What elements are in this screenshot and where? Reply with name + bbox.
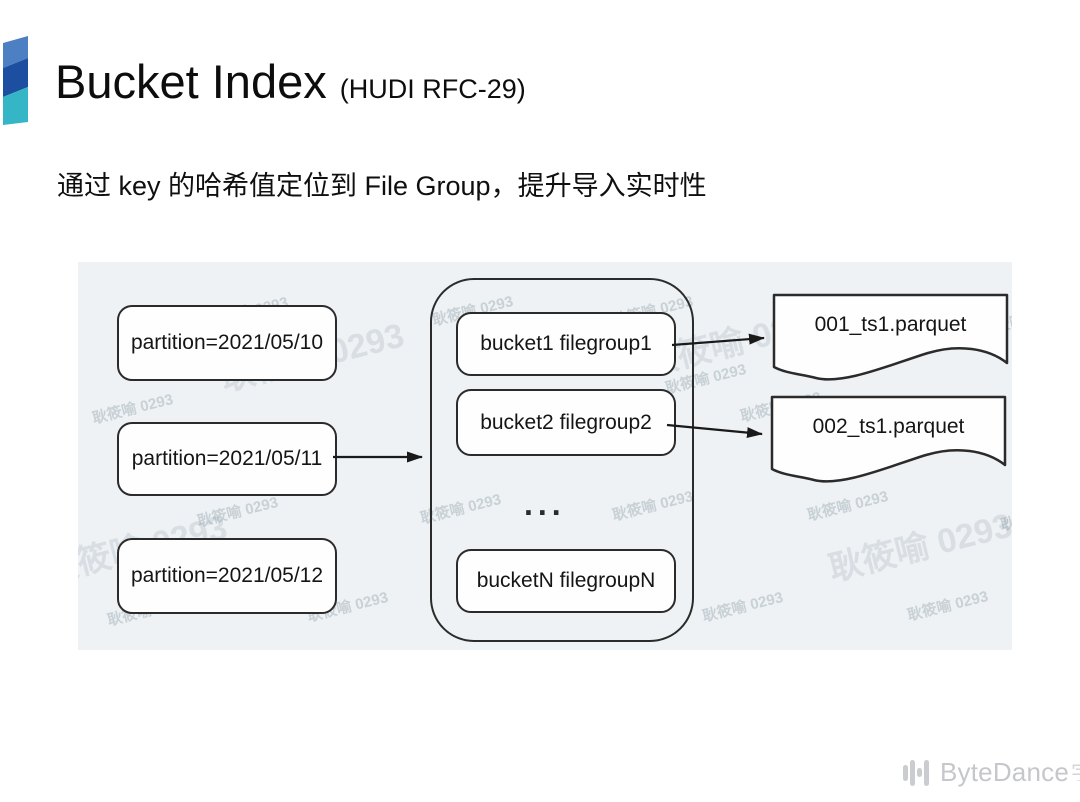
footer-brand: ByteDance [903,757,1069,788]
document-shape [770,395,1007,483]
page-title: Bucket Index [55,55,327,108]
bucket-node-2: bucket2 filegroup2 [456,389,676,456]
document-shape [772,293,1009,381]
bucket-label: bucket1 filegroup1 [480,332,652,355]
partition-label: partition=2021/05/10 [130,331,324,354]
bucket-node-n: bucketN filegroupN [456,549,676,613]
logo-band-bottom [3,87,28,125]
partition-node-3: partition=2021/05/12 [117,538,337,614]
watermark-text: 耿筱喻 0293 [700,588,785,626]
partition-node-2: partition=2021/05/11 [117,422,337,496]
parquet-file-node-1: 001_ts1.parquet [772,293,1009,389]
parquet-file-node-2: 002_ts1.parquet [770,395,1007,491]
cropped-text-fragment: 字 [1071,757,1080,781]
title-row: Bucket Index (HUDI RFC-29) [55,56,526,108]
bucket-group-container: bucket1 filegroup1 bucket2 filegroup2 ..… [430,278,694,642]
page-title-suffix: (HUDI RFC-29) [339,74,526,104]
deck-logo [3,36,28,125]
brand-name: ByteDance [940,757,1069,787]
logo-band-middle [3,58,28,97]
slide-subtitle: 通过 key 的哈希值定位到 File Group，提升导入实时性 [57,171,707,201]
watermark-text: 耿筱喻 0293 [195,493,280,531]
watermark-text: 耿筱喻 0293 [825,506,1012,589]
partition-label: partition=2021/05/11 [131,447,323,470]
logo-band-top [3,36,28,68]
bucket-node-1: bucket1 filegroup1 [456,312,676,376]
watermark-text: 耿筱喻 0293 [998,498,1012,535]
partition-node-1: partition=2021/05/10 [117,305,337,381]
parquet-file-label: 001_ts1.parquet [814,313,967,336]
bucket-label: bucketN filegroupN [476,569,656,592]
parquet-file-label: 002_ts1.parquet [812,415,965,438]
bytedance-logo-icon [903,758,931,788]
watermark-text: 耿筱喻 0293 [805,487,890,525]
watermark-text: 耿筱喻 0293 [905,587,990,625]
bucket-label: bucket2 filegroup2 [480,410,652,434]
ellipsis-label: ... [524,486,566,522]
partition-label: partition=2021/05/12 [130,564,324,587]
